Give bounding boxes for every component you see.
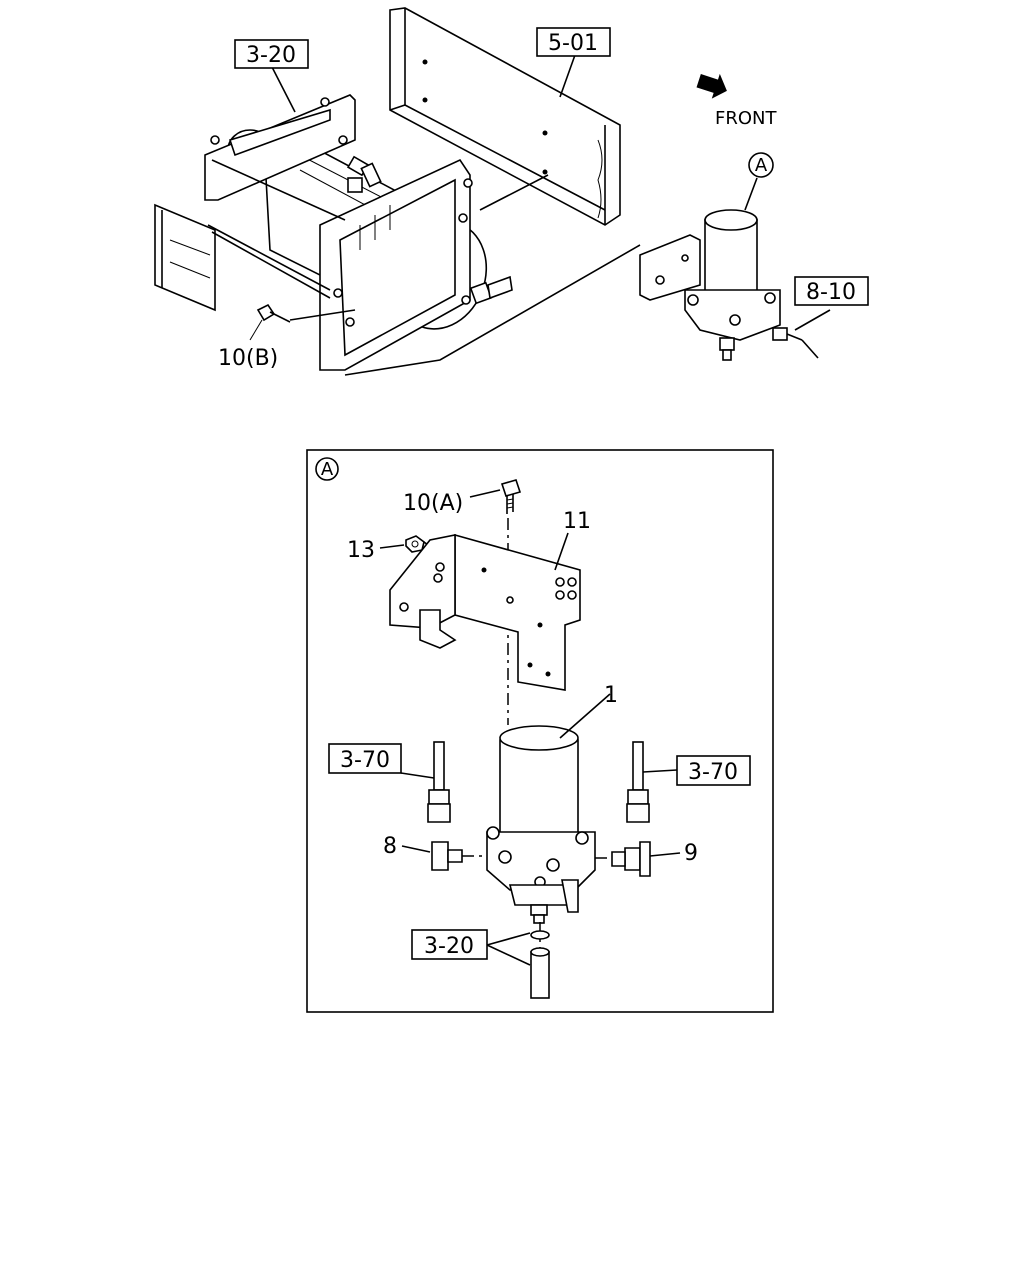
tank-fittings bbox=[346, 155, 513, 305]
fitting-8 bbox=[401, 841, 485, 871]
ref-box-3-20-detail[interactable]: 3-20 bbox=[411, 929, 488, 960]
callout-a-label: A bbox=[755, 155, 768, 176]
leader-line-rail bbox=[479, 174, 549, 211]
hose-3-20 bbox=[486, 922, 550, 999]
ref-box-3-70-right[interactable]: 3-70 bbox=[676, 755, 751, 786]
part-10a-label: 10(A) bbox=[403, 491, 463, 516]
fitting-9 bbox=[595, 841, 681, 877]
part-8-label: 8 bbox=[383, 834, 397, 859]
ref-3-20-label: 3-20 bbox=[246, 43, 296, 68]
ref-box-8-10[interactable]: 8-10 bbox=[794, 276, 869, 306]
ref-box-5-01[interactable]: 5-01 bbox=[536, 27, 611, 57]
part-9-label: 9 bbox=[684, 841, 698, 866]
crossmember-front bbox=[319, 158, 473, 371]
frame-rail bbox=[389, 7, 621, 226]
nut-13 bbox=[379, 535, 425, 553]
part-13-label: 13 bbox=[347, 538, 375, 563]
part-11-label: 11 bbox=[563, 509, 591, 534]
ref-3-20-detail-label: 3-20 bbox=[424, 934, 474, 959]
air-dryer-overview bbox=[639, 209, 781, 361]
detail-a-circle bbox=[315, 457, 339, 481]
bolt-10b bbox=[249, 303, 291, 341]
pipe-left bbox=[400, 741, 451, 823]
leader-3-20 bbox=[271, 66, 296, 113]
air-dryer-1 bbox=[486, 693, 611, 924]
ref-box-3-70-left[interactable]: 3-70 bbox=[328, 743, 402, 774]
leader-line-tank-dryer bbox=[344, 244, 641, 376]
ref-box-3-20-top[interactable]: 3-20 bbox=[234, 39, 309, 69]
leader-line-bolt bbox=[289, 309, 356, 321]
front-arrow-icon bbox=[696, 73, 727, 99]
harness-connector bbox=[772, 309, 831, 359]
part-1-label: 1 bbox=[604, 683, 618, 708]
ref-3-70-right-label: 3-70 bbox=[688, 760, 738, 785]
ref-3-70-left-label: 3-70 bbox=[340, 748, 390, 773]
bolt-10a bbox=[469, 479, 522, 514]
leader-5-01 bbox=[559, 54, 576, 98]
front-label: FRONT bbox=[715, 108, 777, 129]
tank-bracket-left bbox=[154, 203, 216, 312]
part-10b-label: 10(B) bbox=[218, 346, 278, 371]
callout-a-leader bbox=[744, 177, 758, 211]
pipe-right bbox=[626, 741, 678, 823]
detail-frame bbox=[306, 449, 774, 1013]
bracket-11 bbox=[389, 532, 581, 691]
ref-8-10-label: 8-10 bbox=[806, 280, 856, 305]
tank-strap bbox=[207, 159, 346, 299]
overview-assembly: A 3-20 5-01 8-10 10(B) FRONT bbox=[154, 7, 869, 376]
detail-a-label: A bbox=[321, 459, 334, 480]
detail-view-a: A 10(A) 13 bbox=[306, 449, 774, 1013]
ref-5-01-label: 5-01 bbox=[548, 31, 598, 56]
callout-a-circle bbox=[748, 152, 774, 178]
